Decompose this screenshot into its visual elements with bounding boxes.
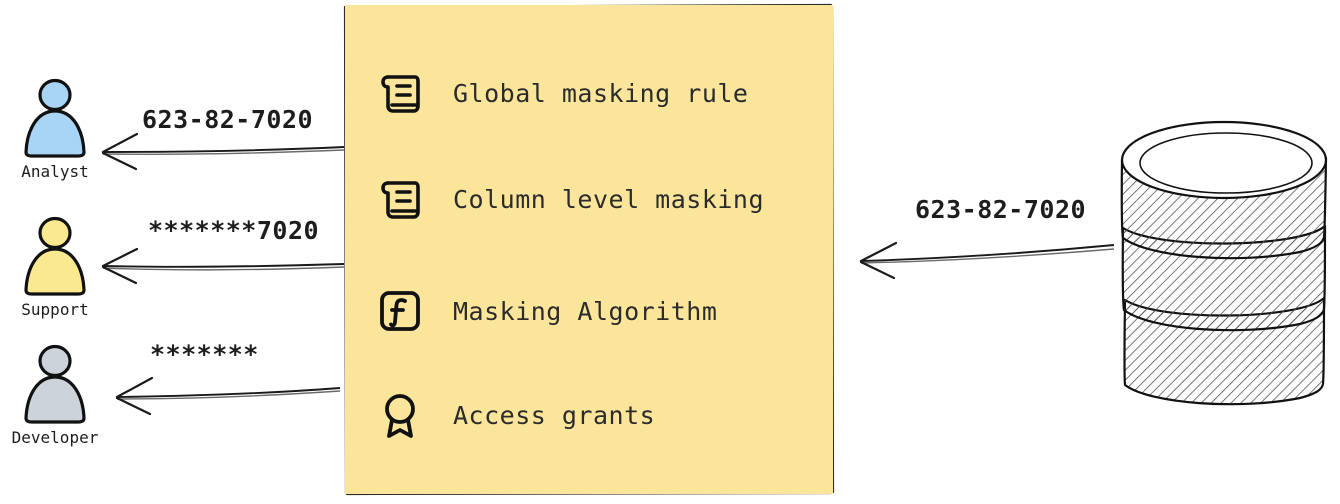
actor-support[interactable]: Support [0, 216, 110, 319]
actor-label-analyst: Analyst [21, 162, 89, 181]
arrow-label-panel-to-developer: ******* [150, 340, 259, 369]
scroll-icon [373, 172, 427, 226]
panel-item-label: Column level masking [453, 184, 765, 214]
function-icon [373, 284, 427, 338]
arrow-panel-to-support [101, 247, 345, 285]
person-icon [24, 78, 86, 158]
arrow-label-panel-to-analyst: 623-82-7020 [142, 105, 314, 134]
panel-item-access-grants[interactable]: Access grants [373, 385, 655, 445]
panel-item-label: Global masking rule [453, 78, 749, 108]
panel-item-column-level-masking[interactable]: Column level masking [373, 169, 764, 229]
database-cylinder-icon [1120, 120, 1328, 406]
arrow-label-panel-to-support: *******7020 [148, 216, 320, 245]
masking-controls-list: Global masking rule Column level masking [345, 5, 833, 494]
panel-item-label: Masking Algorithm [453, 296, 718, 326]
scroll-icon [373, 66, 427, 120]
arrow-database-to-panel [859, 241, 1115, 280]
award-icon [373, 388, 427, 442]
person-icon [24, 216, 86, 296]
panel-item-label: Access grants [453, 400, 656, 430]
person-icon [24, 344, 86, 424]
arrow-label-database-to-panel: 623-82-7020 [915, 195, 1087, 224]
actor-analyst[interactable]: Analyst [0, 78, 110, 181]
masking-controls-panel: Global masking rule Column level masking [345, 5, 833, 494]
arrow-panel-to-analyst [101, 132, 345, 171]
actor-label-support: Support [21, 300, 89, 319]
actor-developer[interactable]: Developer [0, 344, 110, 447]
panel-item-masking-algorithm[interactable]: Masking Algorithm [373, 281, 717, 341]
arrow-panel-to-developer [115, 376, 341, 416]
panel-item-global-masking-rule[interactable]: Global masking rule [373, 63, 748, 123]
actor-label-developer: Developer [11, 428, 99, 447]
